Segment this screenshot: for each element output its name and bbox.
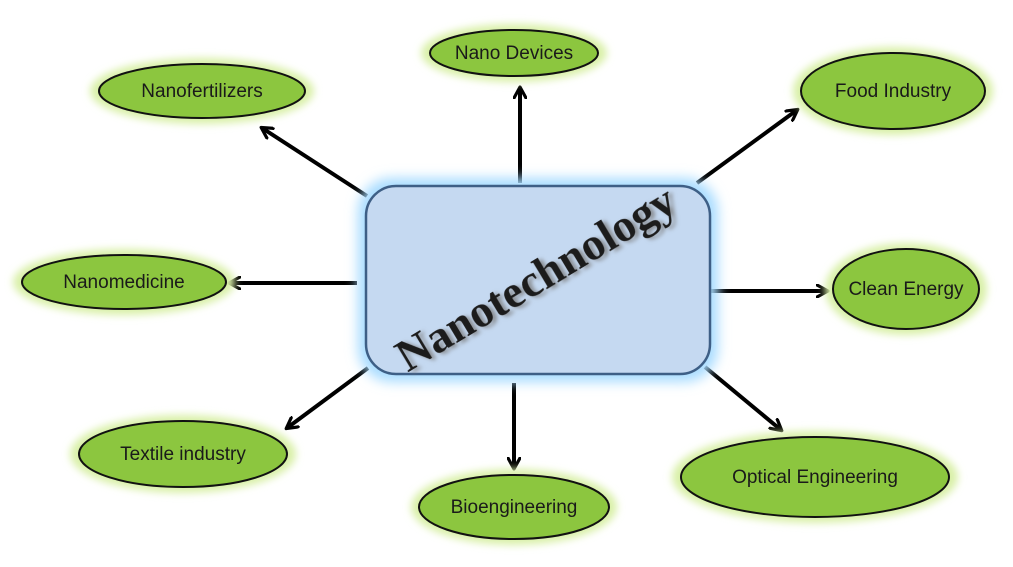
node-ellipse [78,420,288,488]
node-label-nano-devices: Nano Devices [455,43,573,64]
node-food-industry: Food Industry [793,47,993,135]
node-label-textile-industry: Textile industry [120,444,246,465]
node-label-clean-energy: Clean Energy [848,279,964,300]
node-ellipse [418,474,610,540]
node-textile-industry: Textile industry [70,415,296,493]
arrow-to-nanofertilizers [262,128,369,198]
node-ellipse [800,52,986,130]
node-clean-energy: Clean Energy [825,243,987,335]
node-ellipse [21,254,227,310]
center-box [364,184,712,376]
node-ellipse [98,63,306,119]
arrow-to-optical-engineering [703,365,781,430]
node-label-food-industry: Food Industry [835,81,952,102]
node-ellipse [680,436,950,518]
node-nano-devices: Nano Devices [421,24,607,82]
node-bioengineering: Bioengineering [411,469,617,545]
node-ellipse [832,248,980,330]
node-optical-engineering: Optical Engineering [672,431,958,523]
arrows [230,88,827,468]
node-label-nanomedicine: Nanomedicine [63,272,184,293]
node-nanomedicine: Nanomedicine [13,249,235,315]
node-ellipse [429,29,599,77]
arrow-to-food-industry [695,110,797,185]
node-label-bioengineering: Bioengineering [451,497,578,518]
node-nanofertilizers: Nanofertilizers [90,58,314,124]
node-label-optical-engineering: Optical Engineering [732,467,898,488]
arrow-to-textile-industry [287,366,370,428]
center-node: Nanotechnology [358,174,718,382]
node-label-nanofertilizers: Nanofertilizers [141,81,262,102]
